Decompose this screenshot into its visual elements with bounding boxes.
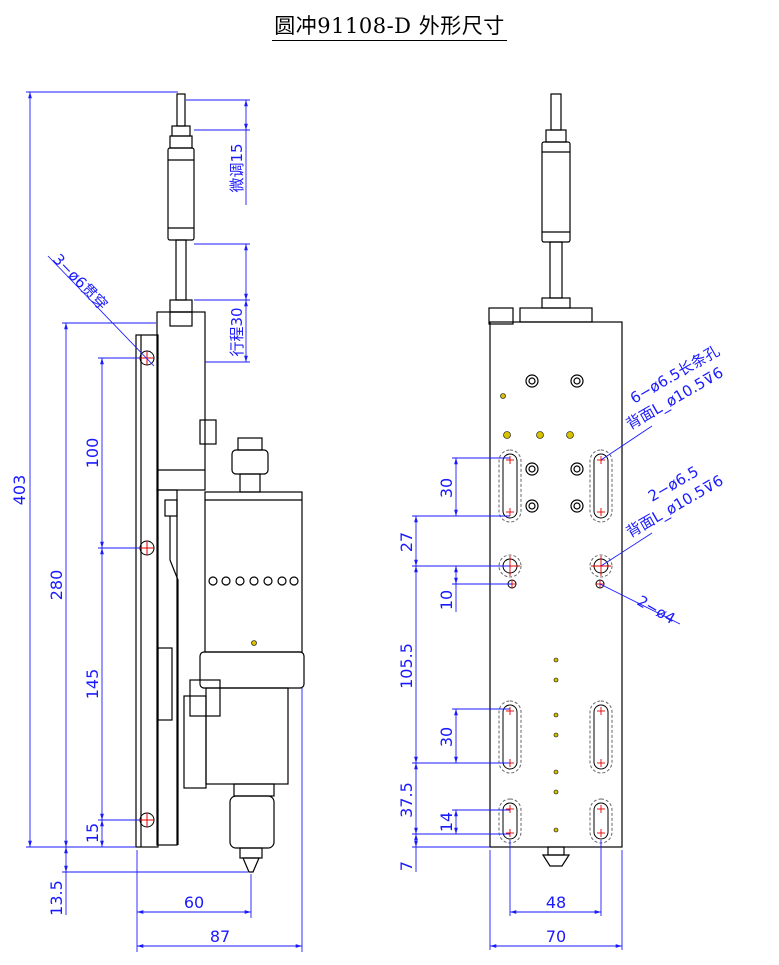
note-through-holes: 3−ø6贯穿 bbox=[49, 250, 111, 313]
dim-7: 7 bbox=[397, 861, 416, 871]
dim-14: 14 bbox=[437, 812, 456, 832]
dim-48: 48 bbox=[546, 893, 566, 912]
dim-87: 87 bbox=[210, 927, 230, 946]
dim-10: 10 bbox=[437, 590, 456, 610]
note-fine-adjust: 微调15 bbox=[228, 143, 246, 192]
dim-145: 145 bbox=[83, 669, 102, 700]
callout-pin: 2−ø4 bbox=[634, 592, 678, 628]
right-view-dimensions bbox=[412, 425, 681, 950]
right-view-dots bbox=[500, 393, 574, 833]
dim-30-bottom: 30 bbox=[437, 727, 456, 747]
drawing-title: 圆冲91108-D 外形尺寸 bbox=[0, 10, 779, 41]
left-view-body bbox=[135, 93, 305, 873]
dim-403: 403 bbox=[10, 475, 29, 506]
left-view-holes bbox=[139, 350, 155, 828]
dim-15: 15 bbox=[83, 823, 102, 843]
right-view-body bbox=[488, 93, 623, 867]
dim-100: 100 bbox=[83, 438, 102, 469]
dim-60: 60 bbox=[184, 893, 204, 912]
dim-37-5: 37.5 bbox=[397, 782, 416, 818]
dim-70: 70 bbox=[546, 927, 566, 946]
left-view-dimensions bbox=[26, 91, 303, 952]
dim-280: 280 bbox=[47, 570, 66, 601]
dim-27: 27 bbox=[397, 532, 416, 552]
note-stroke: 行程30 bbox=[228, 307, 246, 356]
dim-30-top: 30 bbox=[437, 478, 456, 498]
dim-13-5: 13.5 bbox=[47, 880, 66, 916]
right-view-slots bbox=[498, 449, 613, 844]
dim-105-5: 105.5 bbox=[397, 643, 416, 689]
